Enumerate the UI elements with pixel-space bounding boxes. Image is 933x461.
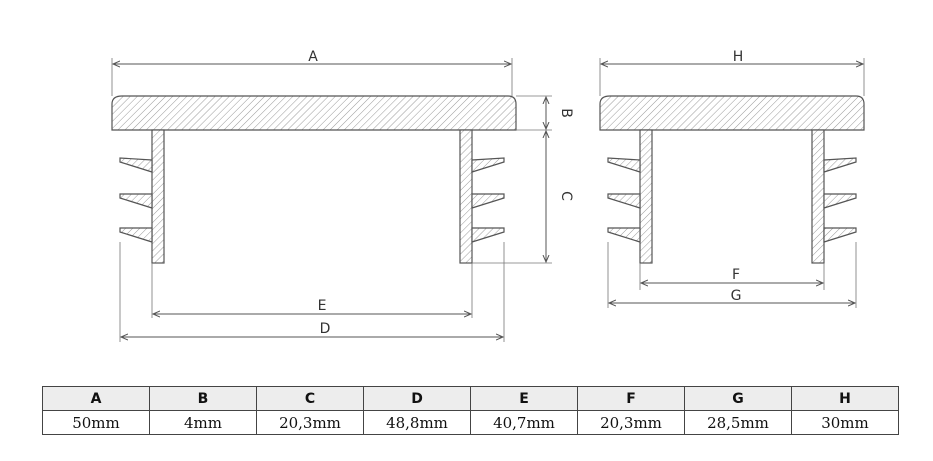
value-d: 48,8mm <box>363 410 471 435</box>
front-view: A B C E D <box>111 49 574 342</box>
side-extension-lines <box>599 58 865 308</box>
header-h: H <box>791 386 899 411</box>
label-d: D <box>320 321 331 337</box>
label-f: F <box>732 267 740 283</box>
label-b: B <box>558 108 574 118</box>
side-left-fins <box>607 157 641 243</box>
side-cap-top <box>599 95 865 131</box>
dimensions-table: A B C D E F G H 50mm 4mm 20,3mm 48,8mm 4… <box>42 386 899 435</box>
table-header-row: A B C D E F G H <box>42 386 899 411</box>
side-right-wall <box>811 129 825 264</box>
label-h: H <box>733 49 744 65</box>
front-cap-top <box>111 95 517 131</box>
value-f: 20,3mm <box>577 410 685 435</box>
header-f: F <box>577 386 685 411</box>
side-left-wall <box>639 129 653 264</box>
label-a: A <box>308 49 318 65</box>
side-view: H F G <box>599 49 865 308</box>
value-b: 4mm <box>149 410 257 435</box>
front-left-wall <box>151 129 165 264</box>
front-left-fins <box>119 157 153 243</box>
value-a: 50mm <box>42 410 150 435</box>
header-a: A <box>42 386 150 411</box>
front-extension-lines <box>111 58 552 342</box>
table-row: 50mm 4mm 20,3mm 48,8mm 40,7mm 20,3mm 28,… <box>42 410 899 435</box>
value-e: 40,7mm <box>470 410 578 435</box>
label-c: C <box>558 191 574 201</box>
label-g: G <box>731 288 742 304</box>
technical-drawing: A B C E D <box>111 49 865 342</box>
front-right-fins <box>471 157 505 243</box>
front-right-wall <box>459 129 473 264</box>
value-g: 28,5mm <box>684 410 792 435</box>
value-h: 30mm <box>791 410 899 435</box>
side-right-fins <box>823 157 857 243</box>
value-c: 20,3mm <box>256 410 364 435</box>
header-g: G <box>684 386 792 411</box>
header-d: D <box>363 386 471 411</box>
header-e: E <box>470 386 578 411</box>
label-e: E <box>318 298 327 314</box>
header-b: B <box>149 386 257 411</box>
header-c: C <box>256 386 364 411</box>
